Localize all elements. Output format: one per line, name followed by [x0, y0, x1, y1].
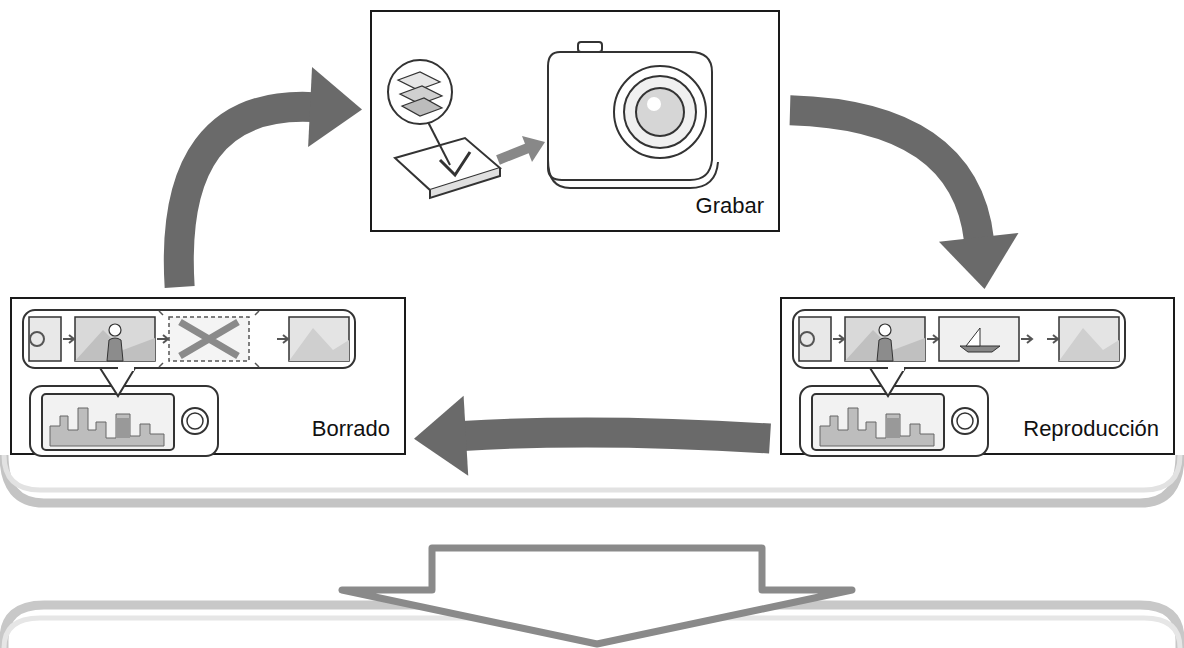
step-box: Reproducción: [780, 297, 1175, 455]
step-label: Borrado: [312, 417, 390, 441]
playback-illustration: [793, 310, 1125, 456]
step-box: Grabar: [370, 10, 780, 232]
cycle-arrow: [790, 110, 1018, 289]
camera-illustration: [388, 42, 718, 198]
step-box: Borrado: [10, 297, 406, 455]
down-arrow: [342, 548, 852, 644]
step-label: Grabar: [696, 194, 764, 218]
upper-band: [4, 455, 1180, 503]
delete-illustration: [23, 310, 355, 456]
cycle-arrow: [179, 67, 362, 287]
cycle-arrow: [414, 396, 770, 476]
step-label: Reproducción: [1023, 417, 1159, 441]
